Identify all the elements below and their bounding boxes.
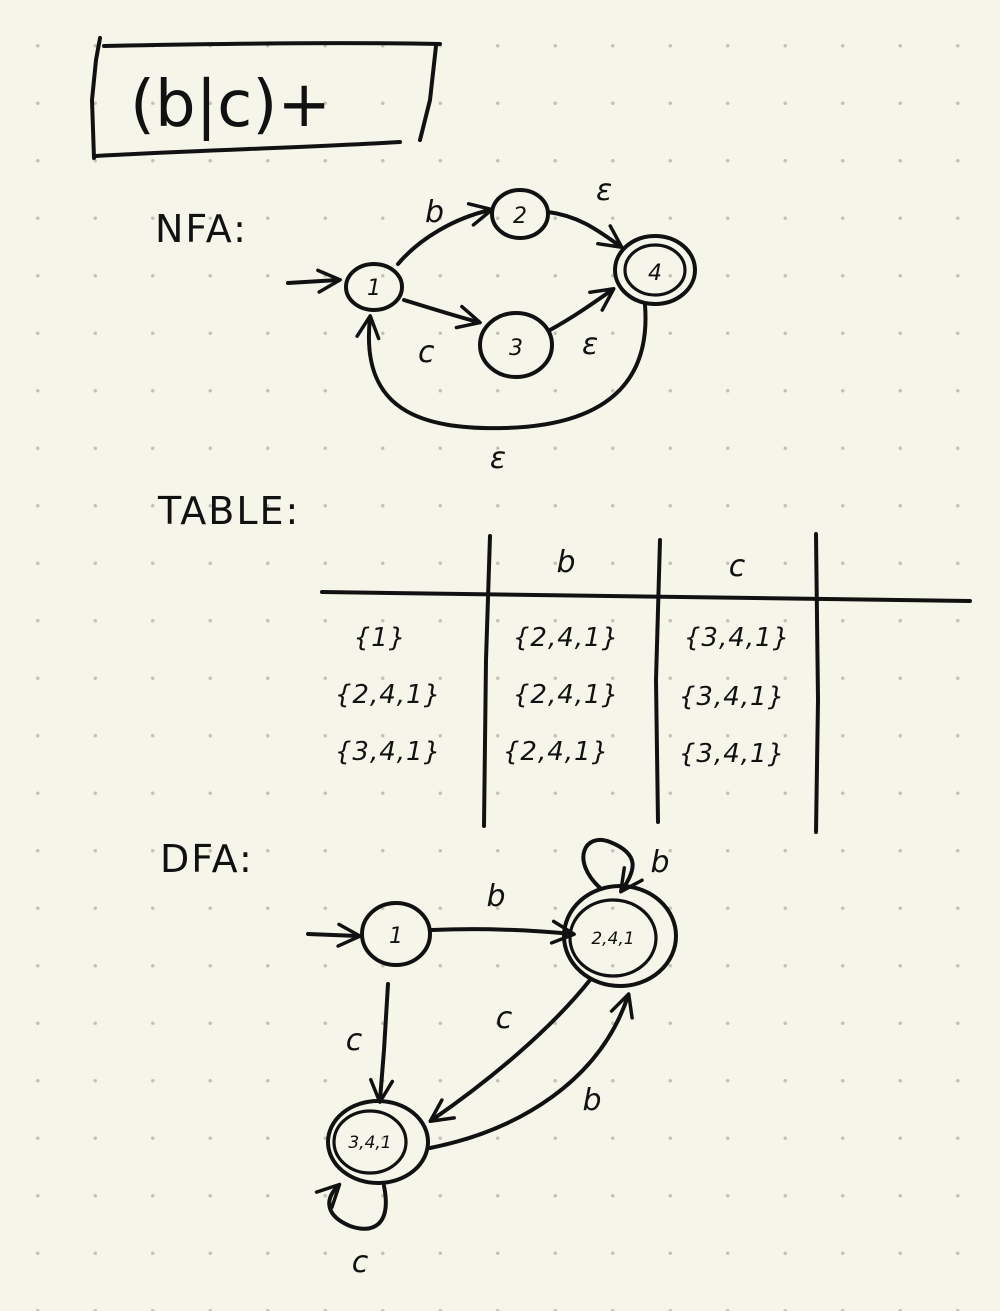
table-cell-c: {3,4,1} — [679, 739, 785, 769]
nfa-start-arrow — [286, 268, 342, 294]
svg-text:2: 2 — [513, 204, 527, 229]
dfa-state-1: 1 — [360, 901, 432, 967]
nfa-edge-4-1 — [355, 303, 648, 431]
nfa-state-1: 1 — [344, 262, 404, 312]
table-cell-b: {2,4,1} — [503, 737, 609, 767]
table-row: {1} {2,4,1} {3,4,1} — [354, 623, 790, 653]
dfa-edge-1-341-label: c — [346, 1023, 363, 1058]
nfa-edge-1-2-label: b — [425, 195, 444, 230]
nfa-edge-2-4 — [546, 210, 624, 249]
dfa-state-341-accept: 3,4,1 — [326, 1099, 430, 1185]
table-col-divider-1 — [482, 534, 492, 828]
nfa-state-3: 3 — [478, 311, 554, 379]
table-header-b: b — [556, 545, 575, 580]
dfa-edge-241-self — [581, 838, 644, 894]
table-col-divider-2 — [654, 538, 662, 824]
svg-text:1: 1 — [367, 276, 381, 301]
table-header-c: c — [729, 549, 746, 584]
regex-title-box: (b|c)+ — [90, 36, 442, 160]
svg-text:2,4,1: 2,4,1 — [591, 929, 634, 949]
nfa-diagram: 1 2 3 4 b ε c ε ε — [286, 173, 697, 476]
svg-text:3,4,1: 3,4,1 — [348, 1133, 391, 1153]
dfa-state-241-accept: 2,4,1 — [562, 884, 678, 988]
dfa-edge-341-241-label: b — [582, 1083, 601, 1118]
nfa-state-4-accept: 4 — [613, 234, 697, 306]
dfa-edge-241-341 — [428, 978, 592, 1123]
table-cell-b: {2,4,1} — [513, 623, 619, 653]
dfa-edge-1-341 — [369, 982, 395, 1104]
table-row: {2,4,1} {2,4,1} {3,4,1} — [335, 680, 785, 712]
svg-text:3: 3 — [509, 336, 523, 361]
nfa-edge-1-3-label: c — [418, 335, 435, 370]
table-cell-state: {3,4,1} — [335, 737, 441, 767]
table-cell-b: {2,4,1} — [513, 680, 619, 710]
nfa-edge-4-1-label: ε — [490, 441, 506, 476]
table-cell-c: {3,4,1} — [684, 623, 790, 653]
nfa-edge-1-3 — [402, 298, 482, 330]
table-row: {3,4,1} {2,4,1} {3,4,1} — [335, 737, 785, 769]
dfa-edge-341-self — [314, 1182, 388, 1231]
dfa-edge-241-self-label: b — [650, 845, 669, 880]
table-cell-state: {1} — [354, 623, 407, 653]
table-header-rule — [320, 590, 972, 603]
nfa-edge-3-4 — [548, 287, 616, 332]
nfa-edge-1-2 — [396, 202, 494, 266]
nfa-heading: NFA: — [155, 207, 248, 251]
nfa-edge-2-4-label: ε — [596, 173, 612, 208]
dfa-edge-341-241 — [428, 992, 634, 1150]
transition-table: b c {1} {2,4,1} {3,4,1} {2,4,1} {2,4,1} … — [320, 532, 972, 834]
dfa-edge-241-341-label: c — [496, 1001, 513, 1036]
svg-text:4: 4 — [648, 261, 662, 286]
dfa-edge-1-241-label: b — [486, 879, 505, 914]
svg-text:1: 1 — [389, 924, 403, 949]
table-heading: TABLE: — [157, 489, 300, 533]
dfa-diagram: 1 2,4,1 3,4,1 b b c c b c — [306, 838, 678, 1280]
table-col-divider-3 — [814, 532, 820, 834]
dfa-start-arrow — [306, 922, 362, 948]
nfa-state-2: 2 — [490, 188, 550, 240]
regex-text: (b|c)+ — [130, 68, 331, 142]
table-cell-c: {3,4,1} — [679, 682, 785, 712]
dfa-heading: DFA: — [160, 837, 254, 881]
nfa-edge-3-4-label: ε — [582, 327, 598, 362]
table-cell-state: {2,4,1} — [335, 680, 441, 710]
dfa-edge-341-self-label: c — [352, 1245, 369, 1280]
dfa-edge-1-241 — [430, 919, 576, 945]
